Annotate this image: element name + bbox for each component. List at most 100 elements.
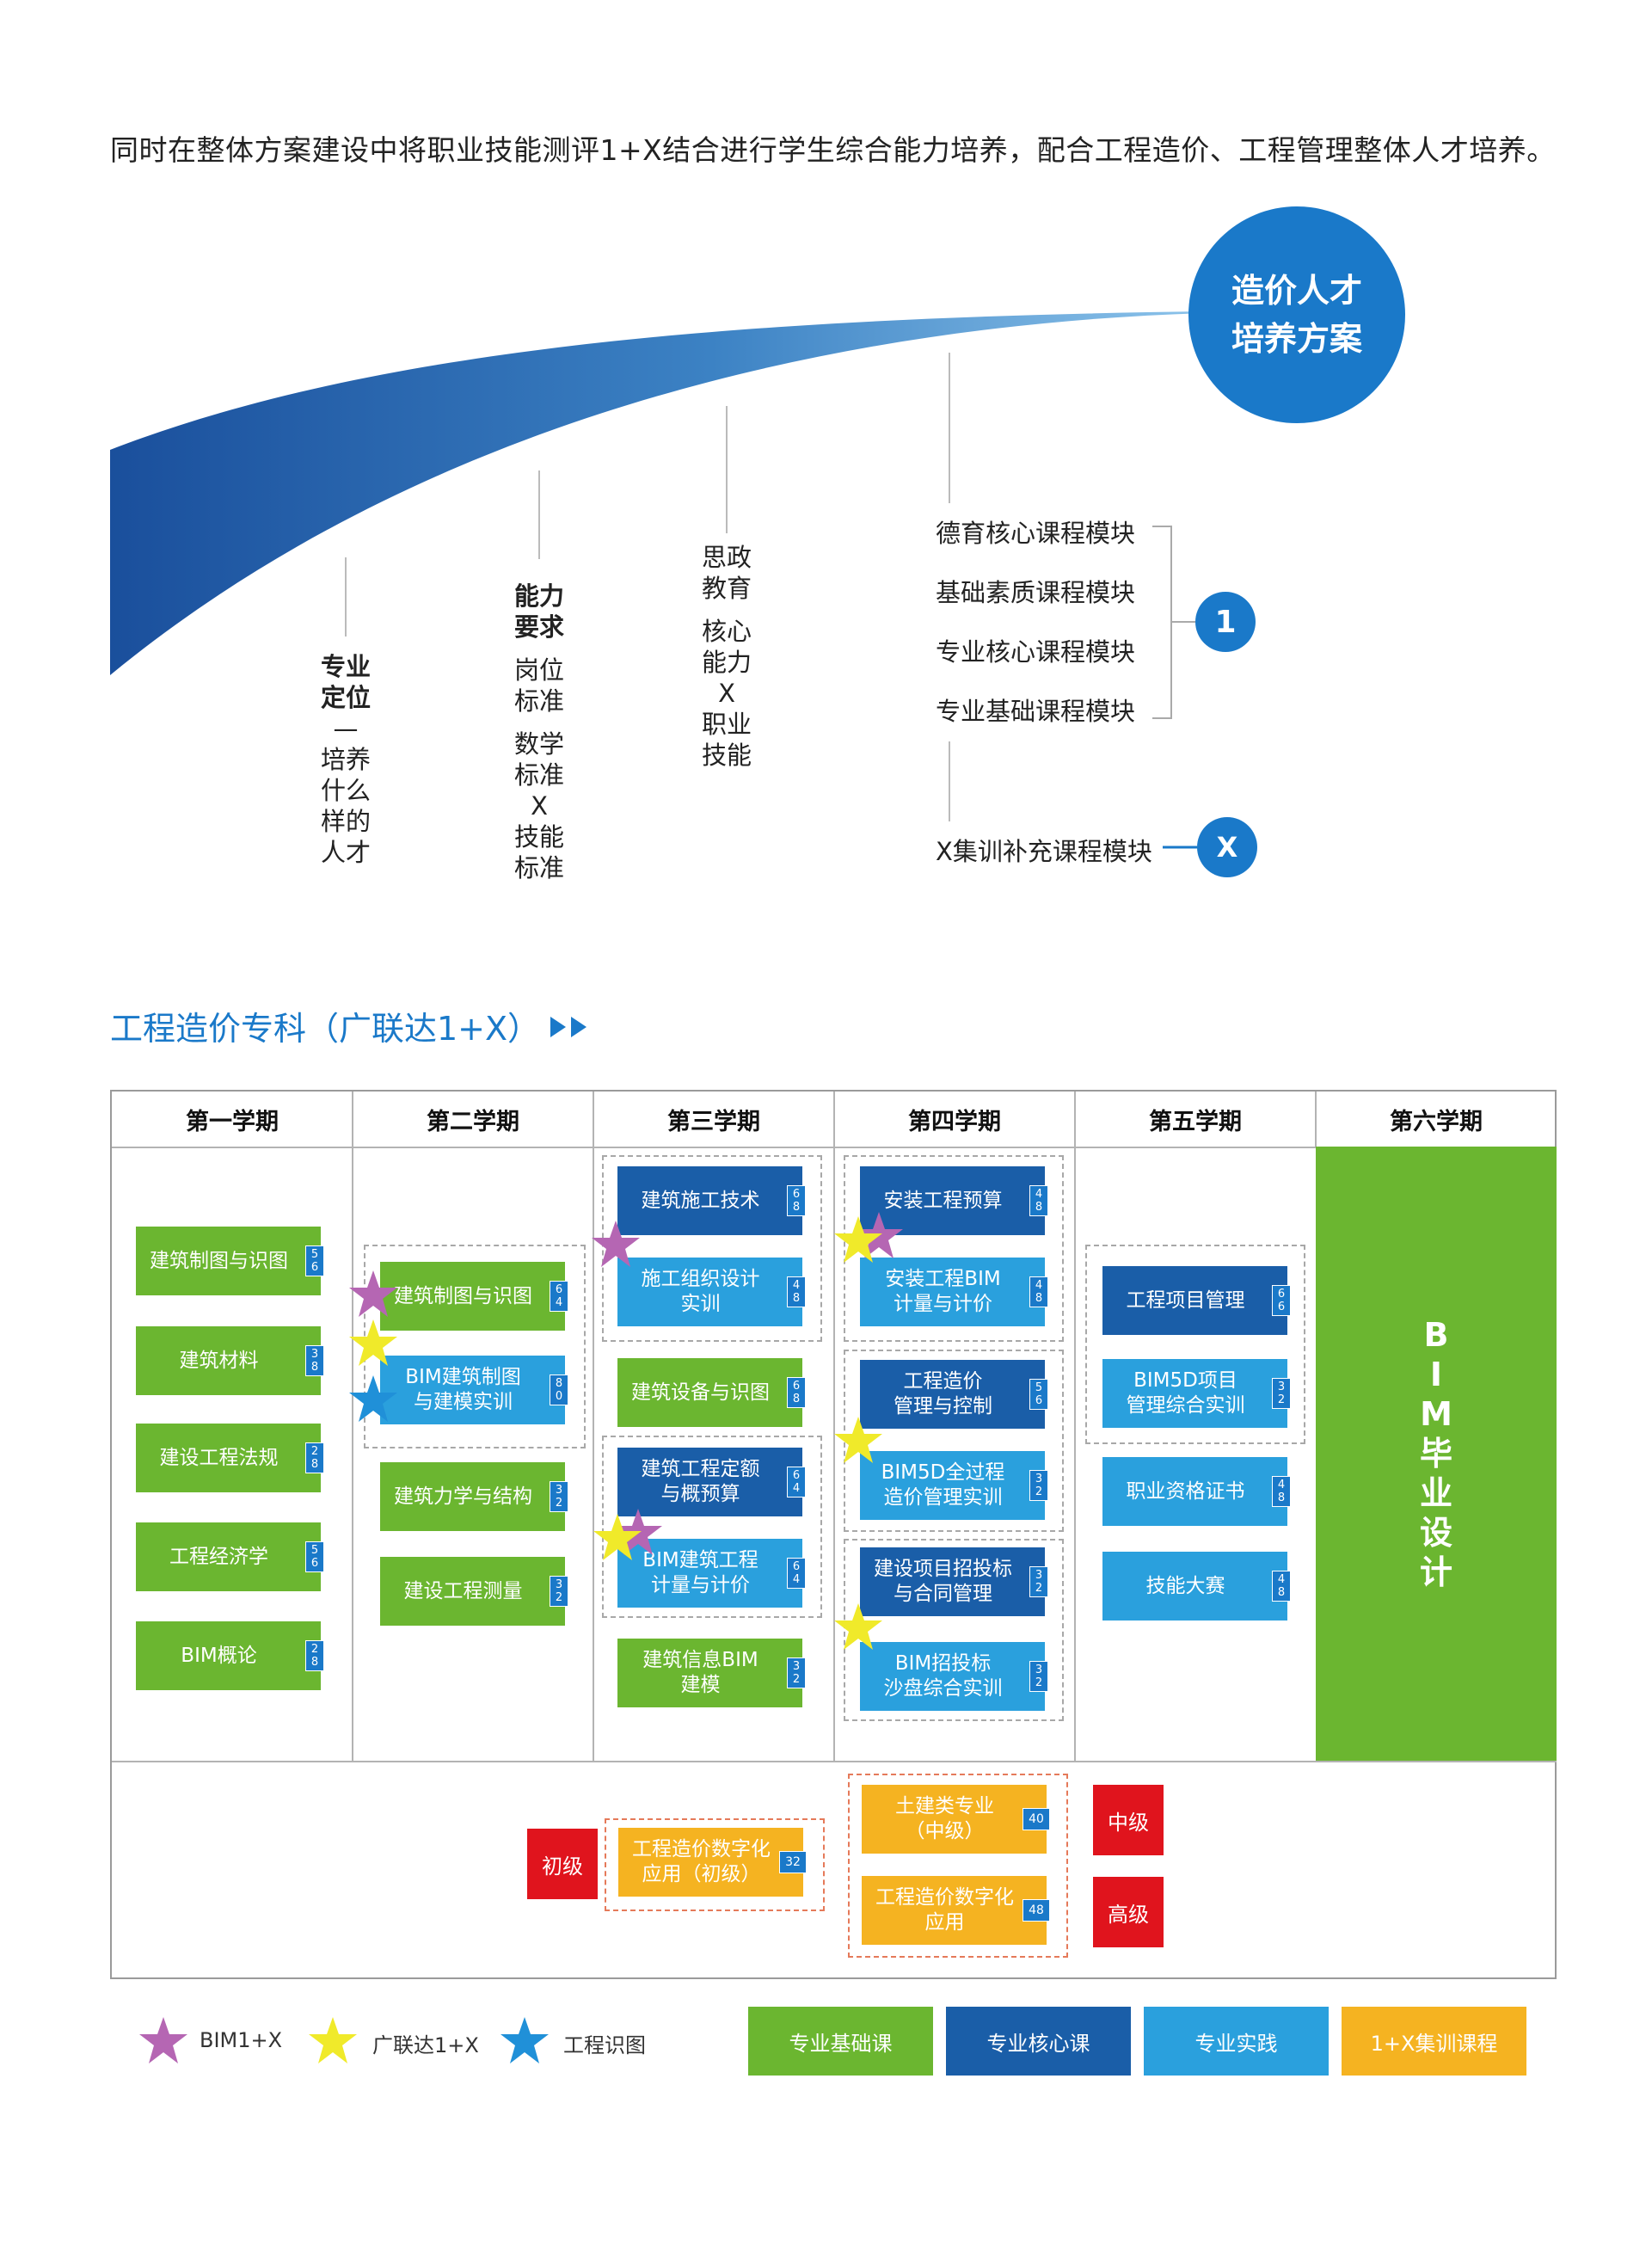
hub-line-2: 培养方案 [1231,320,1362,358]
x-training-group [848,1774,1068,1958]
module-core: 专业核心课程模块 [936,637,1136,667]
pillar-ability: 能力要求 岗位标准 数学标准 X 技能标准 [509,581,569,883]
legend-core-course: 专业核心课 [946,2007,1131,2076]
x-course-block[interactable]: 土建类专业 （中级）40 [862,1785,1050,1854]
course-group [602,1436,822,1618]
pillar-line: 职业技能 [701,710,752,770]
legend-label: BIM1+X [200,2028,283,2052]
legend-x-training-course: 1+X集训课程 [1342,2007,1526,2076]
column-divider [833,1092,835,1761]
course-group [1085,1245,1305,1444]
star-glodon-icon [834,1603,882,1650]
module-bracket [1152,526,1172,719]
pillar-line: 人才 [320,838,371,867]
column-divider [1074,1092,1076,1761]
legend-practice-course: 专业实践 [1144,2007,1329,2076]
pillar-line: 思政教育 [701,543,752,603]
module-x-training: X集训补充课程模块 [936,837,1152,866]
legend-foundation-course: 专业基础课 [748,2007,933,2076]
course-group [602,1155,822,1342]
pillar-title: 能力要求 [513,581,564,642]
pillar-line: — [333,714,359,743]
badge-x: X [1197,817,1257,877]
bim-graduation-design[interactable]: B I M 毕 业 设 计 [1316,1147,1557,1761]
growth-curve [110,311,1204,675]
pillar-line: 培养 [320,745,371,774]
legend-star-glodon-icon [309,2017,357,2063]
legend-star-drawing-icon [501,2017,549,2063]
semester-header: 第六学期 [1390,1108,1483,1135]
pillar-education: 思政教育 核心能力 X 职业技能 [697,542,757,771]
play-arrow-icon [550,1017,566,1037]
module-foundation: 专业基础课程模块 [936,697,1136,726]
semester-header: 第五学期 [1149,1108,1242,1135]
legend-star-bim-icon [139,2017,187,2063]
module-moral: 德育核心课程模块 [936,519,1136,548]
level-middle-badge: 中级 [1093,1785,1164,1855]
x-course-block[interactable]: 工程造价数字化 应用（初级）32 [618,1828,807,1897]
course-group [844,1155,1064,1342]
star-bim-icon [349,1270,397,1317]
play-arrow-icon [571,1017,586,1037]
legend-label: 工程识图 [563,2033,646,2057]
x-training-group [605,1818,825,1911]
section-divider [112,1761,1557,1762]
column-divider [352,1092,353,1761]
pillar-line: X [531,791,548,821]
pillar-title: 专业定位 [320,652,371,712]
pillar-line: 技能标准 [513,822,564,883]
section-title: 工程造价专科（广联达1+X） [110,1010,541,1048]
pillar-line: 样的 [320,807,371,836]
module-basic-quality: 基础素质课程模块 [936,578,1136,607]
hours-tag: 48 [1023,1899,1050,1922]
hours-tag: 40 [1023,1808,1050,1830]
semester-header: 第四学期 [908,1108,1001,1135]
pillar-line: 岗位标准 [513,655,564,716]
star-glodon-icon [349,1319,397,1366]
